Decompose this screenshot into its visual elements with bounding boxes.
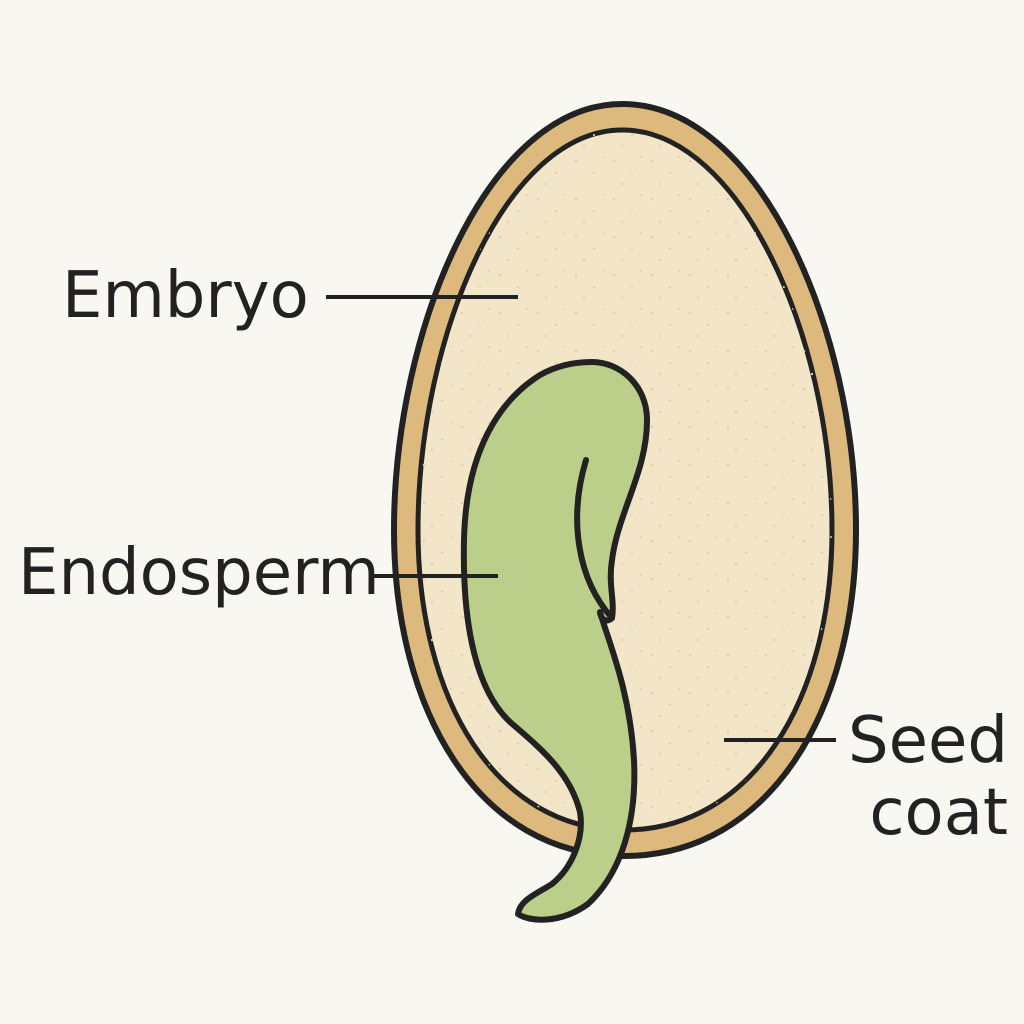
seed-coat-label: Seed coat [848, 704, 1008, 850]
sprout-shape [460, 359, 651, 923]
seed-coat-label-line2: coat [869, 775, 1008, 850]
endosperm-label: Endosperm [18, 536, 380, 610]
embryo-label: Embryo [62, 259, 309, 333]
sprout-fold-line [574, 457, 615, 621]
seed-coat-label-line1: Seed [848, 704, 1008, 778]
